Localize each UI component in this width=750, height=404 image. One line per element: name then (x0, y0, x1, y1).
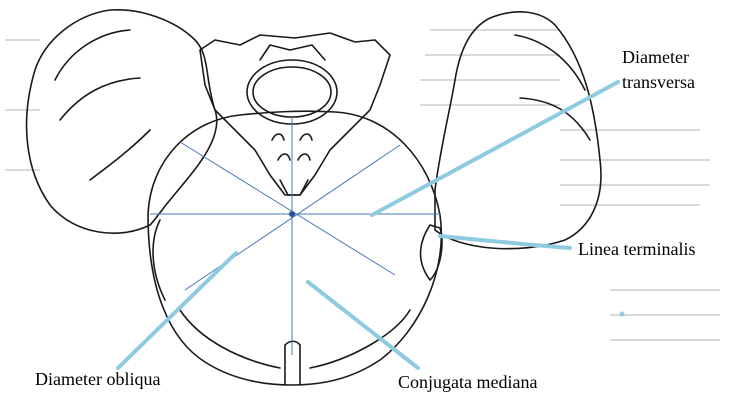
vertebra-process (260, 45, 325, 60)
label-diameter-transversa-line1: Diameter (622, 47, 689, 67)
label-conjugata-mediana: Conjugata mediana (398, 372, 537, 392)
left-ilium-detail (55, 30, 150, 180)
left-ilium (27, 10, 217, 233)
center-point (289, 211, 295, 217)
vertebra-body (247, 60, 337, 124)
left-pubis (180, 310, 280, 368)
pointer-diameter-obliqua (118, 253, 236, 368)
label-diameter-obliqua: Diameter obliqua (35, 369, 160, 389)
stray-dot (620, 312, 625, 317)
vertebra-ring (253, 67, 331, 117)
left-acetabulum (153, 220, 165, 300)
label-linea-terminalis: Linea terminalis (578, 239, 695, 259)
pelvis-bones (27, 10, 601, 385)
oblique-diameter-line-1 (180, 142, 395, 275)
label-diameter-transversa-line2: transversa (622, 72, 695, 92)
labels: Diameter transversa Linea terminalis Dia… (35, 47, 695, 392)
right-ilium-detail (515, 35, 590, 140)
background-text-texture (5, 30, 720, 340)
right-pubis (310, 310, 410, 368)
pelvic-diameters (150, 118, 440, 355)
pointer-conjugata-mediana (308, 282, 418, 368)
pelvic-ring (148, 111, 441, 385)
